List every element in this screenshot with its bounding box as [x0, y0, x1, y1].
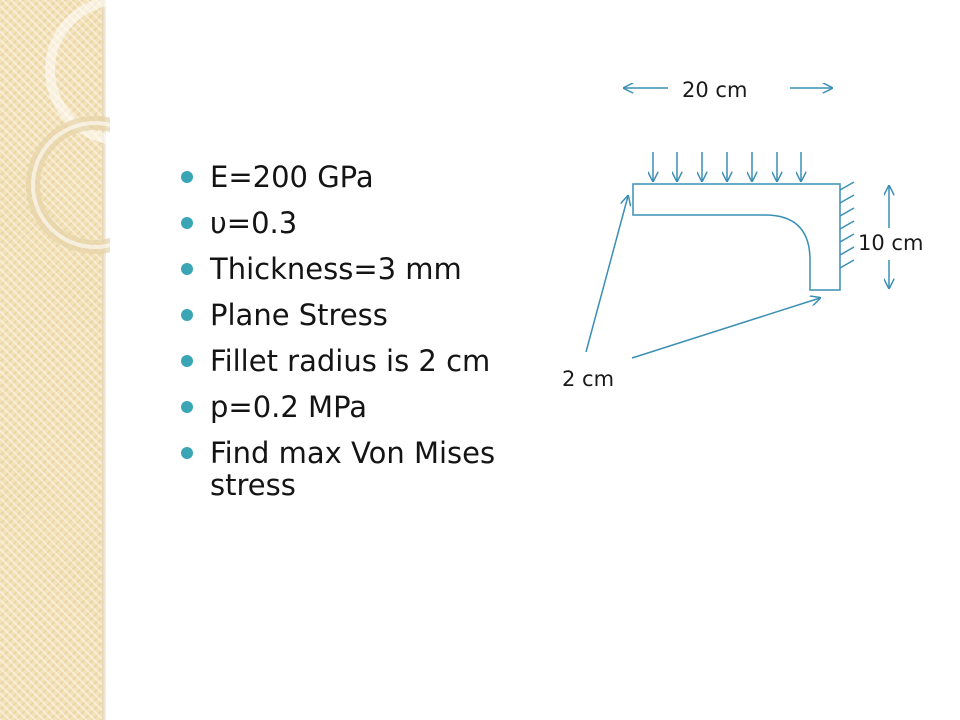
bullet-thickness: Thickness=3 mm — [180, 253, 540, 285]
bullet-pressure: p=0.2 MPa — [180, 391, 540, 423]
bracket-diagram: 20 cm 10 cm 2 cm — [540, 60, 950, 400]
bullet-text: Find max Von Mises stress — [210, 436, 496, 502]
height-dimension-label: 10 cm — [858, 231, 924, 255]
bullet-text: Thickness=3 mm — [210, 252, 462, 286]
pressure-load-arrows — [653, 152, 801, 181]
bullet-text: υ=0.3 — [210, 206, 298, 240]
bullet-dot — [181, 263, 193, 275]
bullet-text: Plane Stress — [210, 298, 388, 332]
bullet-task: Find max Von Mises stress — [180, 437, 540, 501]
bullet-dot — [181, 217, 193, 229]
bullet-plane-stress: Plane Stress — [180, 299, 540, 331]
bracket-outline — [632, 183, 841, 291]
bullet-dot — [181, 401, 193, 413]
side-band-edge — [102, 0, 106, 720]
thickness-leader-right — [631, 298, 820, 359]
bullet-dot — [181, 355, 193, 367]
bullet-dot — [181, 171, 193, 183]
bullet-dot — [181, 447, 193, 459]
thickness-dimension-label: 2 cm — [562, 367, 615, 391]
thickness-leader-left — [585, 196, 628, 353]
decorative-rings — [26, 0, 110, 254]
bullet-text: Fillet radius is 2 cm — [210, 344, 491, 378]
bullet-fillet-radius: Fillet radius is 2 cm — [180, 345, 540, 377]
bullet-modulus: E=200 GPa — [180, 161, 540, 193]
bullet-dot — [181, 309, 193, 321]
fixed-support-hatch — [839, 181, 855, 269]
bracket-drawing — [585, 60, 950, 359]
bullet-poisson: υ=0.3 — [180, 207, 540, 239]
bullet-text: p=0.2 MPa — [210, 390, 368, 424]
bullet-text: E=200 GPa — [210, 160, 374, 194]
width-dimension-label: 20 cm — [682, 78, 748, 102]
problem-parameters-list: E=200 GPa υ=0.3 Thickness=3 mm Plane Str… — [180, 161, 540, 515]
